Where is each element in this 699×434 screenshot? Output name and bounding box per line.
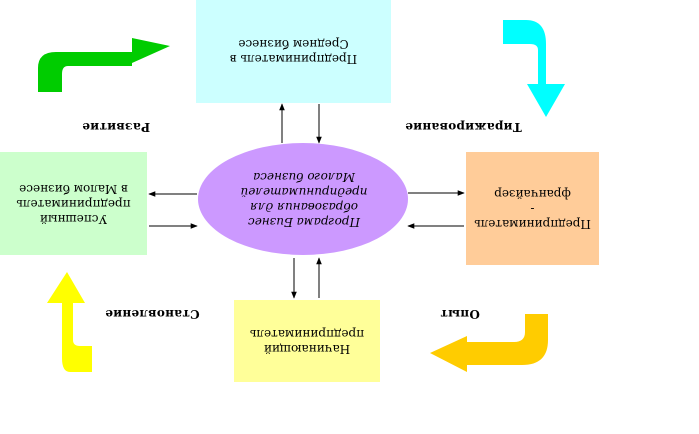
bottom-box-shape — [234, 300, 380, 382]
label-development: Развитие — [82, 120, 151, 134]
bottom-box-line-1: Начинающий — [263, 342, 351, 356]
green-curved-arrow — [38, 38, 170, 92]
left-box-line-3: в Малом бизнесе — [19, 182, 128, 196]
top-box-line-2: Среднем бизнесе — [238, 37, 349, 52]
center-line-4: Малого бизнеса — [253, 170, 355, 184]
left-box-shape — [0, 152, 147, 255]
center-line-1: Програма Бизнес — [248, 215, 361, 229]
center-ellipse-text: Програма Бизнес образования для предприн… — [212, 164, 396, 234]
bottom-box: Начинающий предприниматель — [234, 300, 380, 382]
label-formation: Становление — [105, 307, 200, 321]
center-ellipse — [198, 143, 408, 255]
cyan-curved-arrow — [503, 20, 565, 117]
label-replication: Тиражирование — [405, 120, 522, 134]
top-box-line-1: Предприниматель в — [229, 52, 358, 67]
left-box-line-2: предприниматель — [16, 197, 131, 211]
left-box-line-1: Успешный — [39, 212, 108, 226]
label-experience: Опыт — [440, 307, 480, 321]
top-box-shape — [196, 0, 391, 103]
left-box: Успешный предприниматель в Малом бизнесе — [0, 152, 147, 255]
right-box-shape — [466, 152, 599, 265]
top-box: Предприниматель в Среднем бизнесе — [196, 0, 391, 103]
center-line-3: предпринимателей — [240, 185, 368, 199]
bottom-box-line-2: предприниматель — [249, 327, 365, 341]
right-box-line-2: франчайзер — [494, 187, 571, 201]
orange-curved-arrow — [430, 314, 548, 372]
right-box-line-1: Предприниматель - — [474, 202, 591, 231]
right-box: Предприниматель - франчайзер — [466, 152, 599, 265]
yellow-curved-arrow — [47, 272, 92, 372]
center-line-2: образования для — [250, 200, 358, 214]
